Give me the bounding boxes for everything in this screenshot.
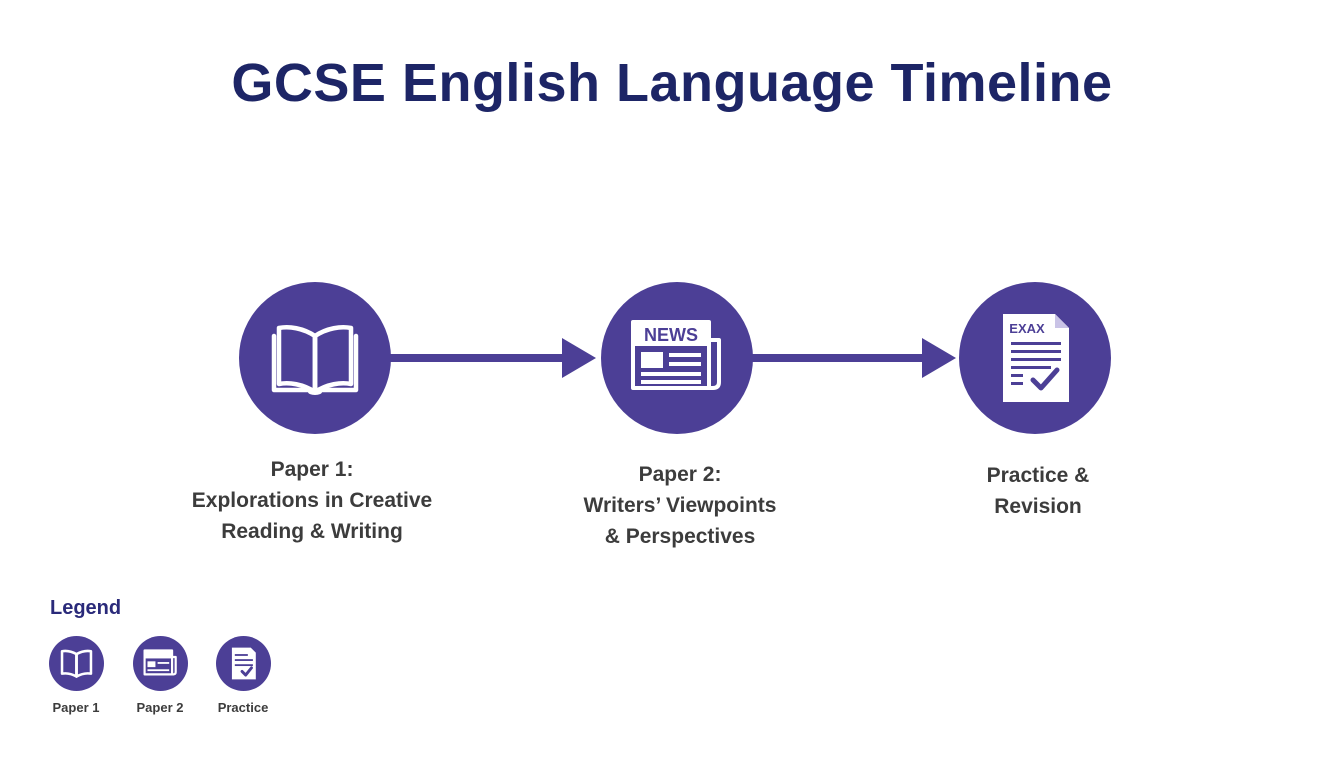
step-node-practice: EXAX (959, 282, 1111, 434)
legend-marker (48, 636, 104, 691)
legend-label: Practice (217, 700, 269, 715)
legend-marker (215, 636, 271, 691)
caption-line: Practice & (986, 464, 1090, 487)
caption-line: & Perspectives (604, 525, 756, 548)
caption-line: Paper 1: (270, 458, 354, 481)
timeline-arrow-1 (390, 338, 596, 378)
timeline-arrow-2 (752, 338, 956, 378)
legend-label: Paper 2 (136, 700, 184, 715)
step-caption-paper-1: Paper 1: Explorations in Creative Readin… (162, 454, 462, 547)
caption-line: Explorations in Creative (191, 489, 433, 512)
step-node-paper-1 (239, 282, 391, 434)
open-book-icon (271, 325, 359, 395)
legend-title: Legend (50, 597, 122, 619)
exam-document-icon (231, 647, 256, 680)
newspaper-icon: NEWS (631, 320, 721, 390)
legend-item-practice: Practice (203, 636, 283, 715)
legend-label: Paper 1 (52, 700, 100, 715)
legend-item-paper-1: Paper 1 (36, 636, 116, 715)
caption-line: Revision (994, 495, 1082, 518)
exam-document-heading: EXAX (1009, 321, 1045, 336)
legend-item-paper-2: Paper 2 (120, 636, 200, 715)
caption-line: Paper 2: (638, 463, 722, 486)
legend-marker (132, 636, 188, 691)
caption-line: Reading & Writing (221, 520, 403, 543)
step-caption-paper-2: Paper 2: Writers’ Viewpoints & Perspecti… (530, 459, 830, 552)
step-caption-practice: Practice & Revision (888, 460, 1188, 522)
caption-line: Writers’ Viewpoints (583, 494, 777, 517)
page-title: GCSE English Language Timeline (231, 53, 1113, 113)
exam-document-icon: EXAX (1003, 314, 1069, 402)
open-book-icon (60, 649, 92, 678)
newspaper-masthead: NEWS (644, 325, 698, 345)
step-node-paper-2: NEWS (601, 282, 753, 434)
newspaper-icon (142, 649, 177, 676)
